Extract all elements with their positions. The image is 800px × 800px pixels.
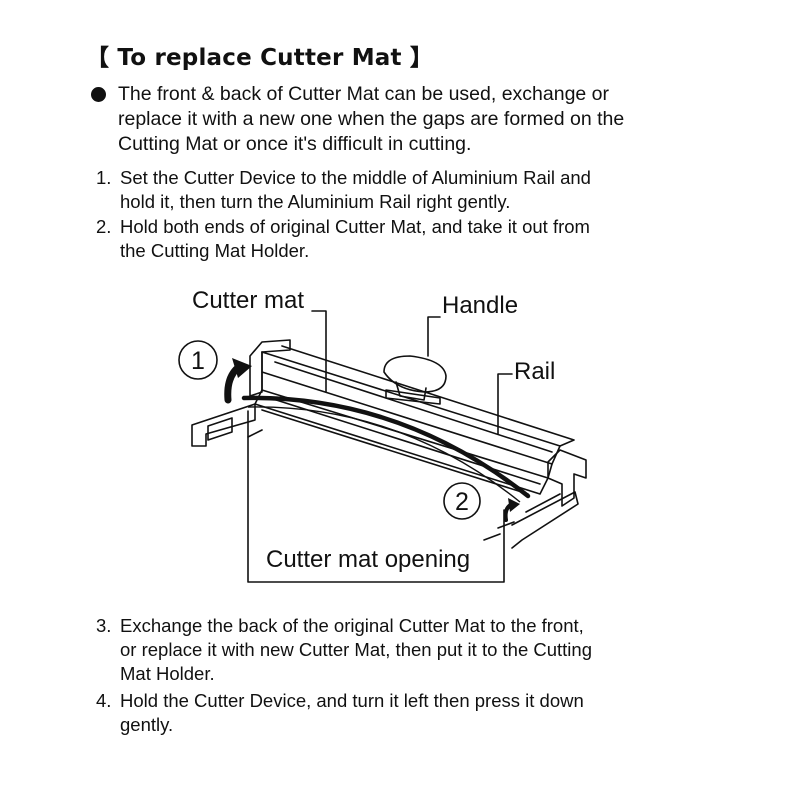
insert-arrow-head — [508, 498, 520, 512]
rail-groove — [274, 361, 553, 453]
bullet-dot — [91, 87, 106, 102]
step-line: Exchange the back of the original Cutter… — [120, 615, 584, 636]
marker-2-circle — [443, 482, 481, 520]
handle-base — [385, 389, 441, 405]
step-3: 3. Exchange the back of the original Cut… — [96, 614, 592, 686]
cutter-mat-strip — [241, 395, 531, 499]
base-board-right — [511, 491, 579, 549]
marker-1-label: 1 — [191, 347, 205, 375]
base-detail — [483, 521, 515, 541]
step-number: 4. — [96, 690, 112, 711]
step-line: Set the Cutter Device to the middle of A… — [120, 167, 591, 188]
cutter-mat-strip-edge — [247, 406, 521, 503]
step-number: 2. — [96, 216, 112, 237]
step-number: 3. — [96, 615, 112, 636]
base-inner-right — [525, 493, 561, 513]
base-board — [191, 403, 256, 447]
intro-line: replace it with a new one when the gaps … — [118, 108, 625, 130]
intro-line: The front & back of Cutter Mat can be us… — [118, 83, 610, 105]
step-number: 1. — [96, 167, 112, 188]
step-line: hold it, then turn the Aluminium Rail ri… — [120, 191, 511, 212]
rail-inner-line-2 — [261, 409, 529, 495]
base-slot — [207, 417, 233, 441]
leader-handle — [427, 316, 441, 357]
step-line: Mat Holder. — [120, 663, 215, 684]
base-edge-bottom — [247, 429, 263, 438]
marker-1-circle — [178, 340, 218, 380]
handle-knob — [383, 355, 447, 393]
marker-2-label: 2 — [455, 488, 469, 516]
leader-rail — [497, 373, 513, 435]
lift-arrow-head — [232, 358, 252, 378]
handle-stem — [395, 381, 427, 401]
intro-paragraph: The front & back of Cutter Mat can be us… — [118, 82, 624, 157]
label-handle: Handle — [442, 292, 518, 319]
step-line: Hold the Cutter Device, and turn it left… — [120, 690, 584, 711]
step-line: the Cutting Mat Holder. — [120, 240, 310, 261]
step-line: or replace it with new Cutter Mat, then … — [120, 639, 592, 660]
step-4: 4. Hold the Cutter Device, and turn it l… — [96, 689, 584, 737]
rail-left-endcap — [249, 339, 291, 397]
leader-cutter-mat — [311, 310, 327, 393]
step-line: gently. — [120, 714, 174, 735]
step-1: 1. Set the Cutter Device to the middle o… — [96, 166, 591, 214]
label-rail: Rail — [514, 358, 555, 385]
rail-right-endcap — [547, 449, 587, 507]
intro-line: Cutting Mat or once it's difficult in cu… — [118, 133, 472, 155]
label-cutter-mat: Cutter mat — [192, 287, 304, 314]
rail-top-face — [261, 345, 575, 447]
step-2: 2. Hold both ends of original Cutter Mat… — [96, 215, 590, 263]
page-title: 【 To replace Cutter Mat 】 — [86, 45, 434, 71]
step-line: Hold both ends of original Cutter Mat, a… — [120, 216, 590, 237]
label-cutter-mat-opening: Cutter mat opening — [266, 546, 470, 573]
opening-bracket — [247, 410, 505, 583]
